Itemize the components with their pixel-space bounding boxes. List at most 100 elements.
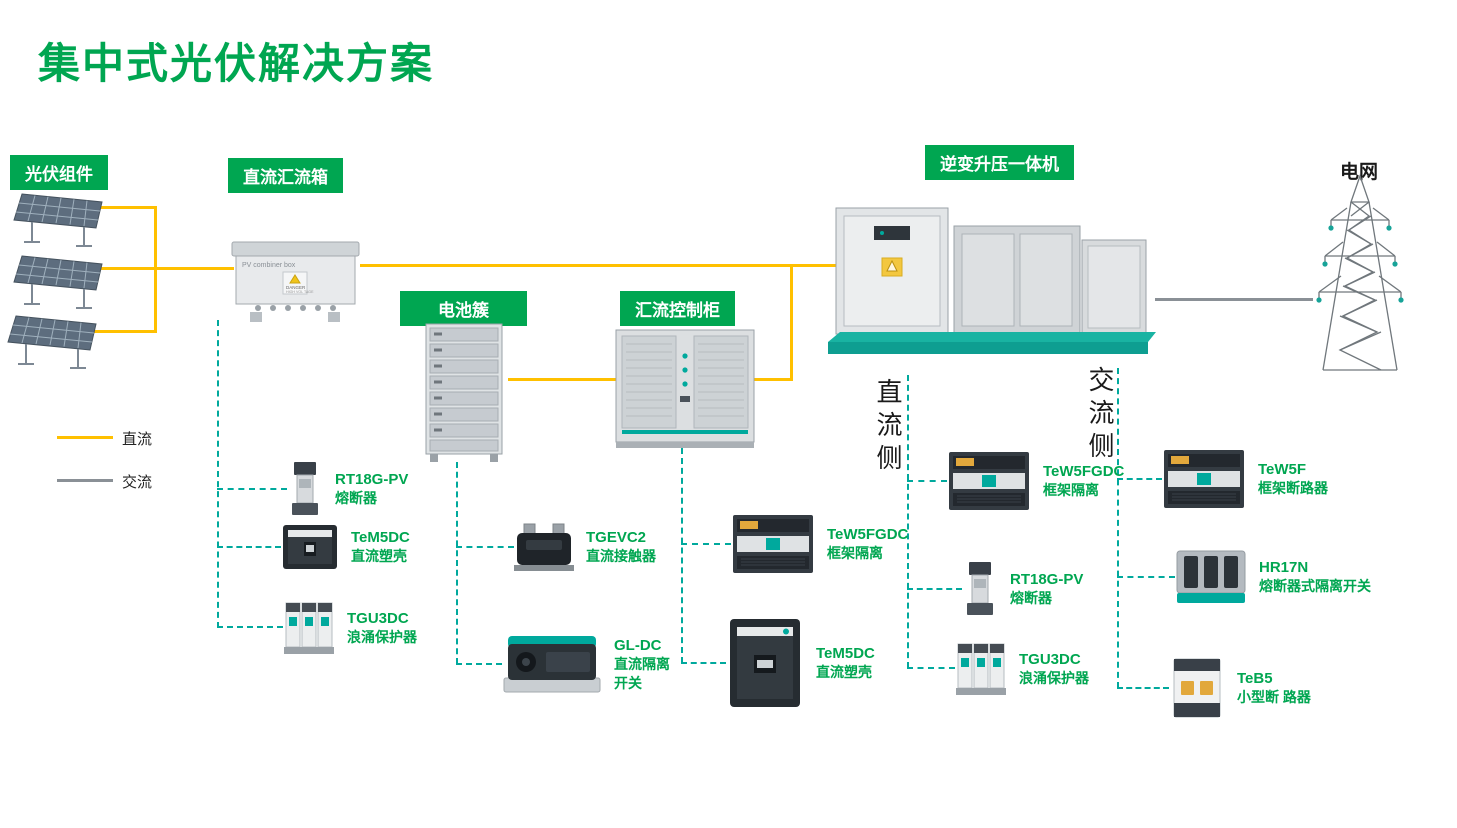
dc-line-panel1 xyxy=(86,206,156,209)
air-circuit-breaker-icon xyxy=(947,450,1031,512)
product-tew5fgdc-2: TeW5FGDC 框架隔离 xyxy=(947,450,1124,512)
label-pv-modules: 光伏组件 xyxy=(10,155,108,190)
fuse-holder-icon xyxy=(287,460,323,518)
product-name: TGU3DC xyxy=(1019,651,1081,668)
callout-line-combiner-v xyxy=(217,320,219,628)
product-tgevc2: TGEVC2 直流接触器 xyxy=(514,522,656,572)
product-tem5dc-2: TeM5DC 直流塑壳 xyxy=(726,617,875,709)
product-desc: 浪涌保护器 xyxy=(347,629,417,645)
product-name: TeW5F xyxy=(1258,461,1307,478)
air-circuit-breaker-icon xyxy=(1162,448,1246,510)
svg-text:DANGER: DANGER xyxy=(286,285,306,290)
product-tgu3dc-1: TGU3DC 浪涌保护器 xyxy=(283,599,417,657)
combiner-box-image: PV combiner box DANGER HIGH VOL TAGE xyxy=(228,232,363,329)
product-hr17n: HR17N 熔断器式隔离开关 xyxy=(1175,547,1371,607)
molded-case-breaker-icon xyxy=(281,522,339,572)
callout-line-battery-h2 xyxy=(456,663,502,665)
product-desc: 熔断器 xyxy=(335,490,377,506)
product-gl-dc: GL-DC 直流隔离 开关 xyxy=(502,628,670,700)
product-desc: 直流接触器 xyxy=(586,548,656,564)
dc-line-riser xyxy=(790,264,793,381)
dc-contactor-icon xyxy=(514,522,574,572)
product-desc: 框架隔离 xyxy=(827,545,883,561)
product-teb5: TeB5 小型断 路器 xyxy=(1169,657,1311,719)
product-desc: 直流塑壳 xyxy=(351,548,407,564)
label-combiner-control-cabinet: 汇流控制柜 xyxy=(620,291,735,326)
pv-panel-image-3 xyxy=(6,312,101,375)
callout-line-combiner-h1 xyxy=(217,488,287,490)
battery-rack-image xyxy=(420,322,510,469)
legend-dc-label: 直流 xyxy=(122,431,153,448)
dc-line-cabinet-out xyxy=(753,378,793,381)
label-dc-combiner-box: 直流汇流箱 xyxy=(228,158,343,193)
dc-line-panel2-to-combiner xyxy=(86,267,234,270)
air-circuit-breaker-icon xyxy=(731,513,815,575)
product-name: TeM5DC xyxy=(816,645,875,662)
product-rt18g-pv-fuse-1: RT18G-PV 熔断器 xyxy=(287,460,408,518)
product-desc: 熔断器式隔离开关 xyxy=(1259,578,1371,594)
dc-side-vertical-label: 直流侧 xyxy=(873,378,903,477)
product-name: TeW5FGDC xyxy=(1043,463,1125,480)
callout-line-acside-h3 xyxy=(1117,687,1169,689)
label-battery-cluster: 电池簇 xyxy=(400,291,527,326)
callout-line-dcside-v xyxy=(907,375,909,668)
product-name: HR17N xyxy=(1259,559,1309,576)
product-desc: 直流塑壳 xyxy=(816,664,872,680)
label-inverter-booster: 逆变升压一体机 xyxy=(925,145,1074,180)
product-name: TeB5 xyxy=(1237,670,1273,687)
product-tew5fgdc-1: TeW5FGDC 框架隔离 xyxy=(731,513,908,575)
product-desc: 框架隔离 xyxy=(1043,482,1099,498)
callout-line-dcside-h3 xyxy=(907,667,955,669)
product-desc: 直流隔离 开关 xyxy=(614,655,670,691)
callout-line-cabinet-h2 xyxy=(681,662,726,664)
callout-line-acside-h2 xyxy=(1117,576,1175,578)
product-tem5dc-1: TeM5DC 直流塑壳 xyxy=(281,522,410,572)
product-tew5f: TeW5F 框架断路器 xyxy=(1162,448,1328,510)
ac-side-vertical-label: 交流侧 xyxy=(1085,366,1115,465)
callout-line-combiner-h2 xyxy=(217,546,281,548)
callout-line-battery-h1 xyxy=(456,546,514,548)
callout-line-acside-h1 xyxy=(1117,478,1162,480)
product-desc: 熔断器 xyxy=(1010,590,1052,606)
pv-panel-image-1 xyxy=(12,190,107,253)
dc-isolator-switch-icon xyxy=(502,628,602,700)
legend-ac-line xyxy=(57,479,113,482)
product-tgu3dc-2: TGU3DC 浪涌保护器 xyxy=(955,640,1089,698)
control-cabinet-image xyxy=(614,328,756,455)
fuse-switch-disconnector-icon xyxy=(1175,547,1247,607)
product-name: TeW5FGDC xyxy=(827,526,909,543)
miniature-circuit-breaker-icon xyxy=(1169,657,1225,719)
dc-line-panel3 xyxy=(80,330,156,333)
product-rt18g-pv-fuse-2: RT18G-PV 熔断器 xyxy=(962,560,1083,618)
page-title: 集中式光伏解决方案 xyxy=(38,40,435,87)
svg-text:HIGH VOL TAGE: HIGH VOL TAGE xyxy=(286,290,314,294)
label-grid: 电网 xyxy=(1340,162,1379,183)
product-desc: 浪涌保护器 xyxy=(1019,670,1089,686)
dc-line-panel-bus xyxy=(154,206,157,333)
product-name: RT18G-PV xyxy=(1010,571,1084,588)
callout-line-acside-v xyxy=(1117,368,1119,688)
product-name: TeM5DC xyxy=(351,529,410,546)
callout-line-dcside-h2 xyxy=(907,588,962,590)
callout-line-cabinet-v xyxy=(681,448,683,663)
fuse-holder-icon xyxy=(962,560,998,618)
ac-line-inverter-to-grid xyxy=(1155,298,1313,301)
grid-tower-image xyxy=(1295,172,1425,385)
dc-line-combiner-to-inverter xyxy=(360,264,836,267)
molded-case-breaker-icon xyxy=(726,617,804,709)
legend-ac-label: 交流 xyxy=(122,474,153,491)
callout-line-cabinet-h1 xyxy=(681,543,731,545)
product-name: TGEVC2 xyxy=(586,529,647,546)
product-name: TGU3DC xyxy=(347,610,409,627)
svg-text:PV combiner box: PV combiner box xyxy=(242,262,296,269)
surge-protector-icon xyxy=(283,599,335,657)
inverter-booster-image xyxy=(826,196,1158,369)
pv-panel-image-2 xyxy=(12,252,107,315)
product-desc: 小型断 路器 xyxy=(1237,689,1311,705)
product-desc: 框架断路器 xyxy=(1258,480,1328,496)
callout-line-battery-v xyxy=(456,462,458,664)
dc-line-battery-to-cabinet xyxy=(508,378,618,381)
product-name: GL-DC xyxy=(614,636,662,654)
callout-line-combiner-h3 xyxy=(217,626,283,628)
